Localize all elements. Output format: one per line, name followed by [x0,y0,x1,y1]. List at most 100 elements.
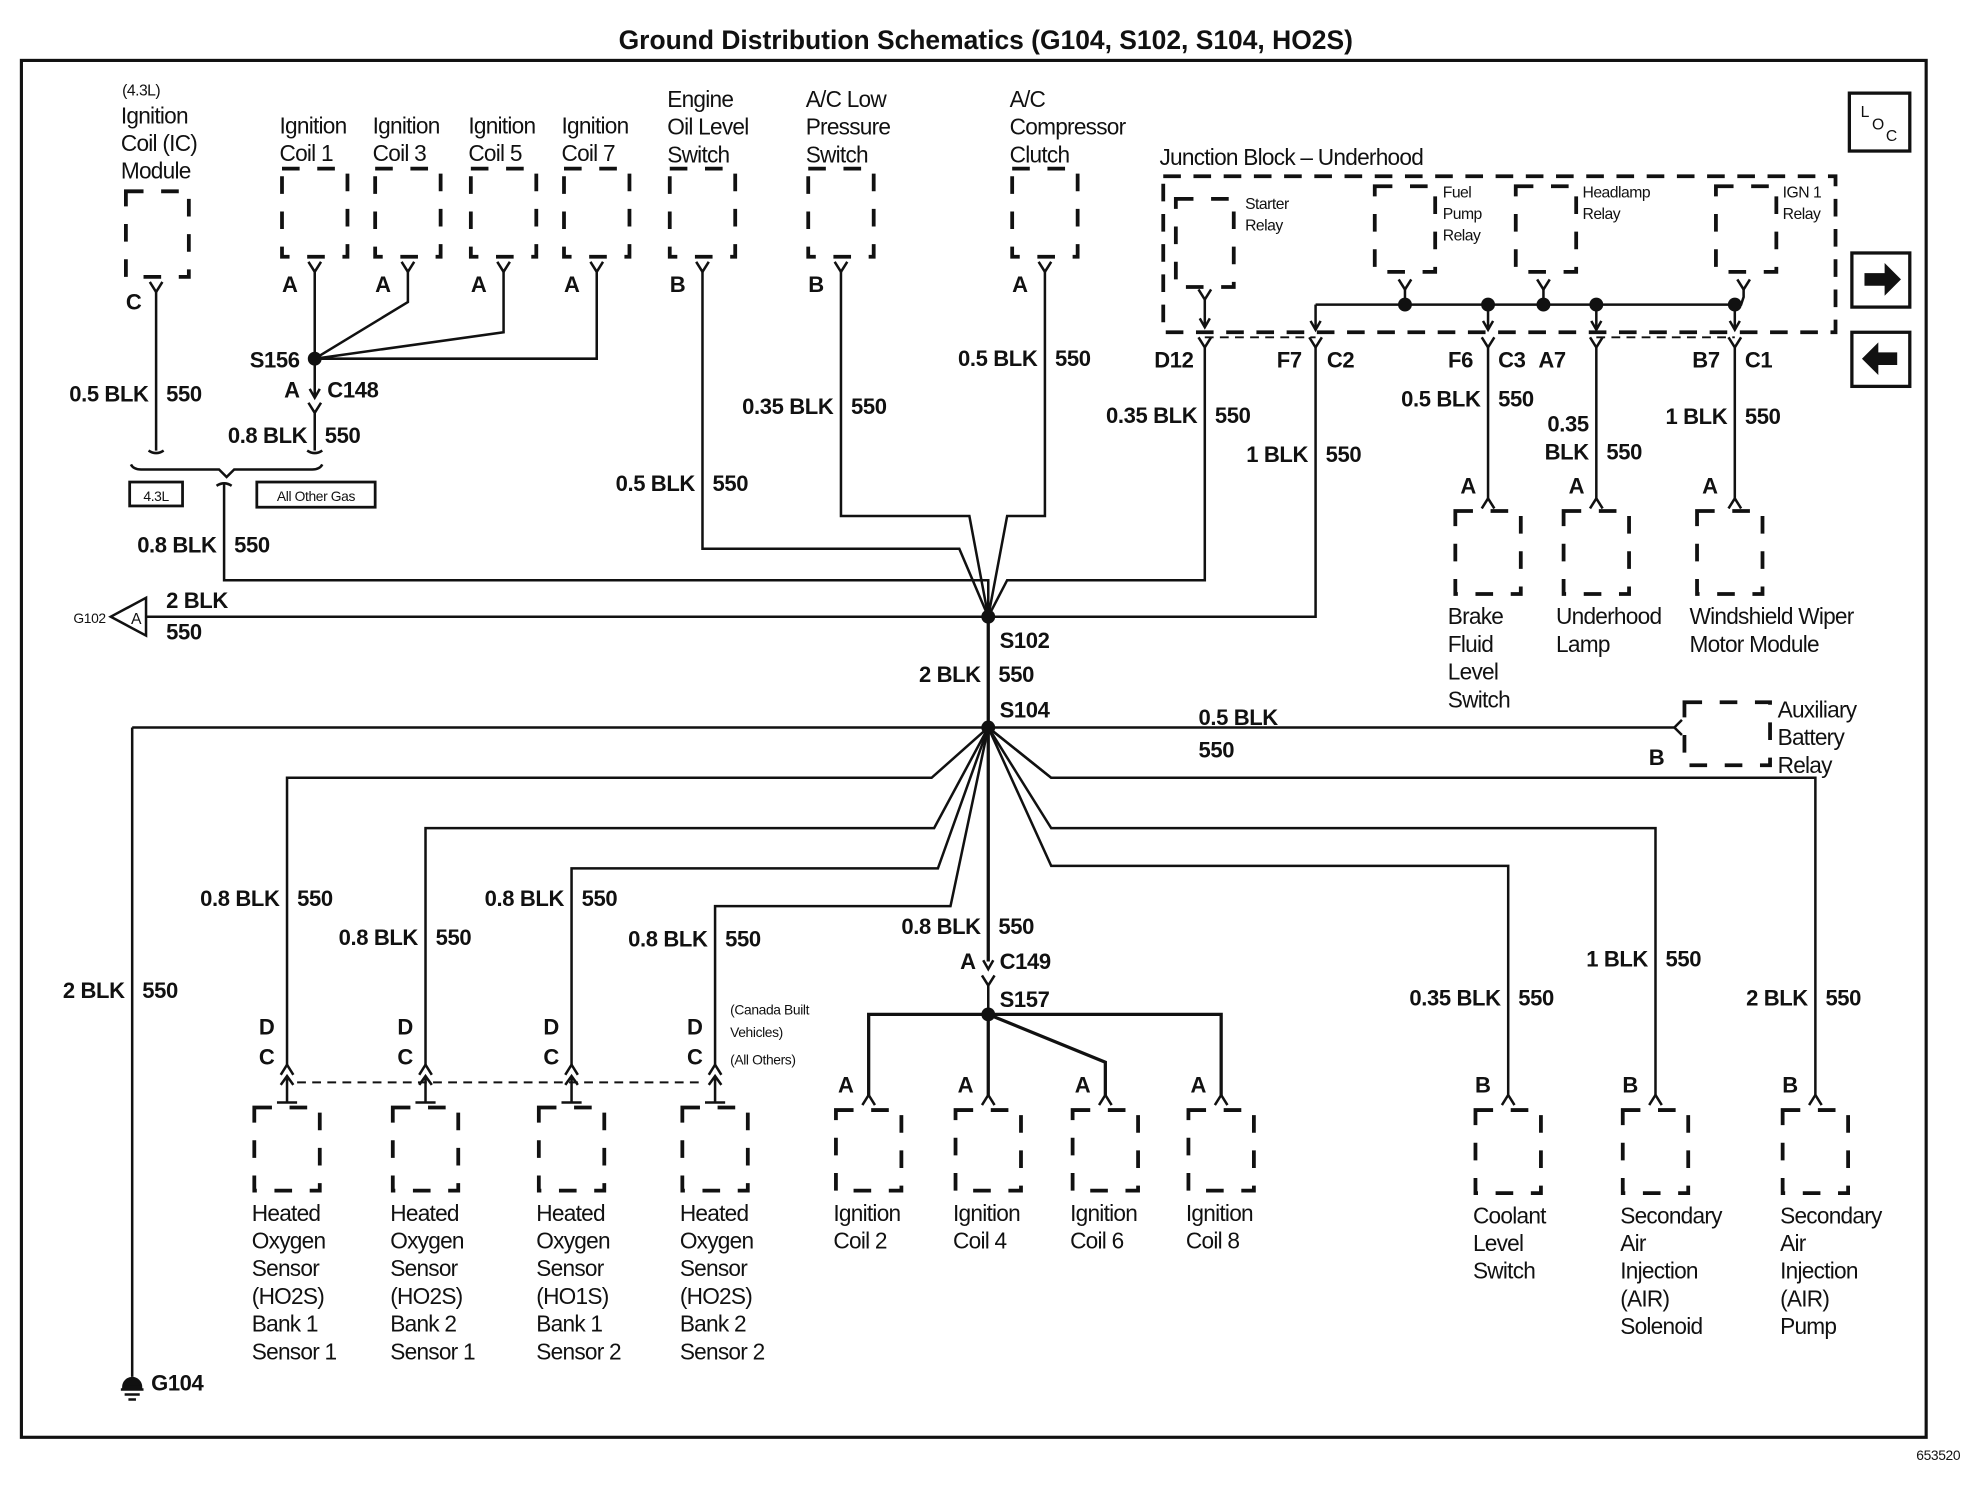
relay-label-fuel-pump: Fuel [1443,185,1472,202]
wire-ho2s-b2s2 [713,727,990,1068]
pin-label: B [1782,1072,1798,1097]
wire-layer [130,269,1817,1377]
splice-s104-label: S104 [1000,697,1051,722]
wire-end [306,449,323,455]
pin-label: A [564,272,580,297]
component-box-air-solenoid [1620,1108,1691,1196]
c149-wire-gauge: 0.8 BLK [901,914,981,939]
component-label-aux-battery-relay: Battery [1778,724,1846,750]
terminal-c2: C2 [1327,348,1355,373]
arrow-right-icon [1864,263,1901,296]
connector-pin-icon [1727,496,1743,510]
wire [987,1012,1107,1098]
component-box-ac-low [806,166,876,259]
wire-end [215,482,233,487]
previous-page-button[interactable] [1850,330,1912,389]
component-box-ac-clutch [1010,166,1080,259]
relay-label-starter: Relay [1245,217,1283,234]
relay-label-headlamp: Headlamp [1582,185,1650,202]
component-box-coil6 [1070,1108,1140,1193]
ic-module-wire-circuit: 550 [166,381,202,406]
pin-label: A [471,272,487,297]
terminal-a7: A7 [1538,348,1566,373]
connector-pin-icon [400,261,416,275]
wire [987,726,1816,780]
coil-box-coil7 [562,166,632,259]
ho1s-b1s2-wire-circuit: 550 [582,886,618,911]
arrow-down-icon [1198,317,1211,330]
component-label-air-pump: Injection [1780,1258,1858,1284]
ho2s-b1s1-wire-circuit: 550 [297,886,333,911]
component-label-ho2s-b1s1: Sensor 1 [252,1338,337,1364]
connector-pin-icon [1588,496,1604,510]
wire-air-pump [987,726,1817,1098]
connector-pin-icon [980,1092,996,1106]
s102-s104-circuit: 550 [998,662,1034,687]
connector-pin-icon [833,261,849,275]
pin-label: A [1460,473,1476,498]
connector-pin-icon [1736,278,1751,292]
coil-box-coil3 [373,166,443,259]
wire-ac-low [839,269,990,617]
component-label-coil3: Ignition [373,112,440,138]
canada-note: (Canada Built [730,1001,809,1017]
ac-low-wire-gauge: 0.35 BLK [742,394,834,419]
component-label-ho2s-b2s1: (HO2S) [390,1283,462,1309]
bus-node [1398,297,1412,312]
splice-s102-label: S102 [1000,628,1050,653]
ic-module-pin: C [126,290,142,315]
sheet-border [19,58,1928,1439]
component-box-air-pump [1780,1108,1850,1196]
component-label-coil6: Coil 6 [1070,1228,1124,1254]
pin-label: C [259,1045,275,1070]
wire-coil5 [314,269,505,360]
component-label-ho2s-b1s1: Bank 1 [252,1311,318,1337]
ac-clutch-wire-circuit: 550 [1055,346,1091,371]
c3-wire-gauge: 0.5 BLK [1401,387,1481,412]
ic-module-wire-gauge: 0.5 BLK [69,381,149,406]
component-label-air-solenoid: Solenoid [1620,1313,1702,1339]
component-box-ho2s-b2s1 [390,1105,461,1193]
next-page-button[interactable] [1850,251,1912,309]
splice-s156 [307,351,322,366]
component-label-coolant-switch: Switch [1473,1258,1535,1284]
component-box-underhood-lamp [1561,509,1631,596]
g102-pin: A [131,611,142,628]
component-box-ho2s-b1s1 [252,1105,322,1193]
component-label-ho1s-b1s2: Sensor 2 [536,1338,621,1364]
option-tag-4-3l: 4.3L [128,480,184,508]
d12-wire-gauge: 0.35 BLK [1106,403,1198,428]
connector-c148-label: C148 [327,378,378,403]
ho2s-b2s1-wire-gauge: 0.8 BLK [339,925,419,950]
component-label-ho2s-b2s1: Oxygen [390,1228,464,1254]
connector-pin-icon [695,261,710,275]
location-view-button[interactable]: L O C [1847,91,1912,153]
wire-coolant-switch [987,726,1510,1098]
pin-label: C [687,1045,703,1070]
connector-pin-icon [1672,719,1683,736]
component-label-oil-switch: Switch [667,141,729,167]
component-label-brake-fluid: Switch [1448,686,1510,712]
coolant-switch-wire-gauge: 0.35 BLK [1409,986,1501,1011]
connector-pin-icon [1197,336,1213,350]
g102-gauge: 2 BLK [166,588,228,613]
component-box-ho2s-b2s2 [680,1105,750,1193]
coil-box-coil5 [468,166,539,259]
connector-c148-pin: A [284,378,300,403]
component-label-coil7: Coil 7 [561,140,615,166]
component-box-oil-switch [667,166,738,259]
connector-pin-icon [148,281,164,295]
coolant-switch-wire-circuit: 550 [1518,986,1554,1011]
component-label-ho2s-b2s1: Bank 2 [390,1311,456,1337]
connector-pin-icon [1037,261,1053,275]
g102-label: G102 [73,610,105,626]
pin-label: B [670,272,686,297]
canada-note: (All Others) [730,1052,795,1068]
connector-pin-icon [1308,336,1323,350]
ground-g102-connector-icon [108,595,148,638]
svg-text:O: O [1872,117,1884,134]
wire-s157-bus [867,1012,1223,1098]
a7-wire-gauge: BLK [1545,439,1590,464]
component-label-ho2s-b2s2: Sensor [680,1255,748,1281]
